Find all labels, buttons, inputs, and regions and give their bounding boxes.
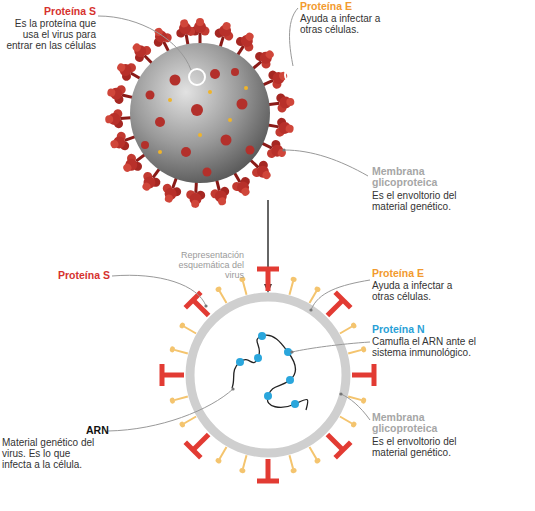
envelope-symbol [307,445,321,464]
envelope-symbol [215,286,229,305]
envelope-symbol [287,454,298,473]
leader-line [112,275,206,306]
envelope-symbol [239,454,250,473]
virus-sphere [130,43,270,183]
part-name: ARN [86,425,109,436]
part-name: Proteína S [0,6,96,17]
part-description: Es la proteína que usa el virus para ent… [0,18,96,51]
part-description: Camufla el ARN ante el sistema inmunológ… [372,336,482,358]
n-proteins [236,332,299,408]
membrane-ring [190,297,346,453]
leader-dot [282,148,285,151]
leader-line [98,16,191,70]
envelope-symbol [347,346,366,357]
leader-line [284,150,368,176]
part-name: Membrana glicoproteica [372,166,442,188]
leader-line [108,389,233,431]
highlight-ring [285,67,301,83]
leader-line [290,8,299,66]
envelope-symbol [169,394,188,405]
part-name: Proteína E [300,1,352,12]
highlight-ring [189,69,205,85]
part-name: Proteína N [372,324,425,335]
envelope-symbol [338,414,357,428]
leader-line [311,280,370,310]
part-description: Material genético del virus. Es lo que i… [2,437,102,470]
envelope-symbol [169,346,188,357]
rna-strand [232,335,308,410]
spike-symbol [352,364,374,386]
spike-symbol [257,269,279,291]
envelope-symbol [179,322,198,336]
caption-note: Representación esquemática del virus [178,250,244,280]
envelope-symbol [287,276,298,295]
virus-illustration [105,18,301,209]
leader-line [341,394,370,420]
leader-line [292,342,370,352]
leader-lines [108,275,370,431]
part-description: Es el envoltorio del material genético. [372,436,457,458]
part-name: Proteína S [58,270,110,281]
envelope-proteins [158,86,248,154]
surface-spikes [141,68,255,177]
leader-dots [204,304,342,395]
part-name: Proteína E [372,268,424,279]
part-description: Ayuda a infectar a otras células. [372,280,462,302]
schematic-virus [162,269,374,481]
part-description: Es el envoltorio del material genético. [372,190,457,212]
envelope-symbol [215,445,229,464]
part-description: Ayuda a infectar a otras células. [300,13,390,35]
spike-symbol [162,364,184,386]
envelope-symbol [179,414,198,428]
envelope-symbol [338,322,357,336]
spike-symbol [257,459,279,481]
part-name: Membrana glicoproteica [372,412,442,434]
envelope-symbol [307,286,321,305]
